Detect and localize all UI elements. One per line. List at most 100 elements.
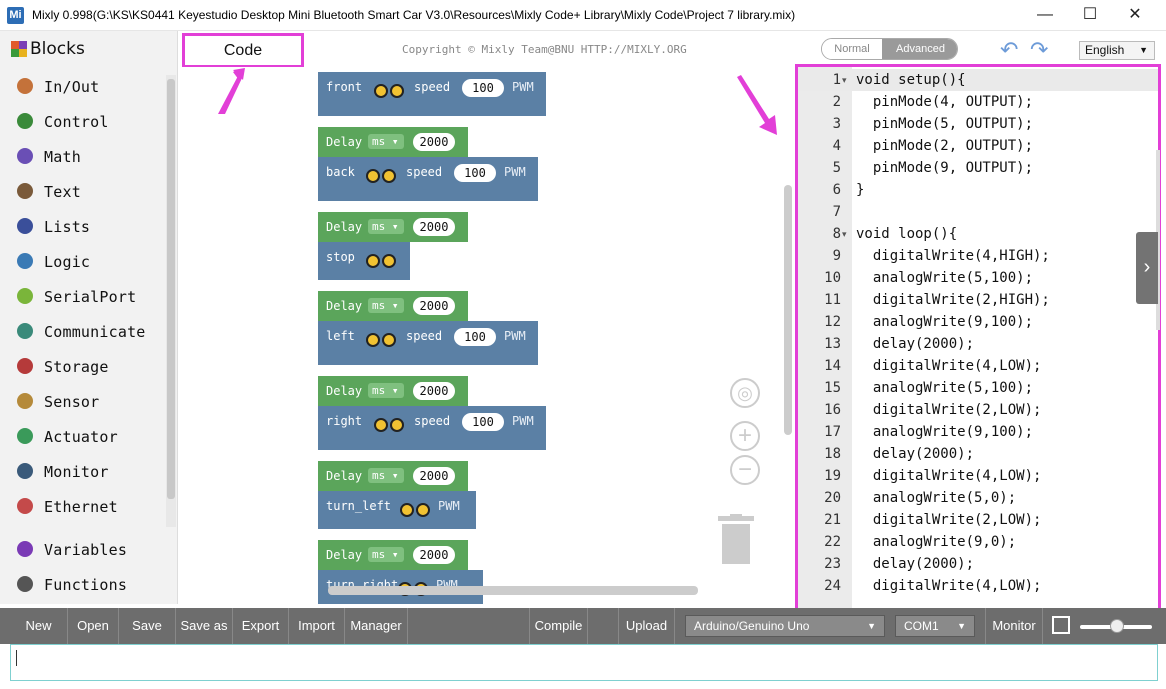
mode-normal-option[interactable]: Normal <box>822 39 882 59</box>
trash-icon[interactable] <box>716 514 756 566</box>
stop-block[interactable]: stop <box>318 242 410 280</box>
code-tab[interactable]: Code <box>182 33 304 68</box>
delay-value[interactable]: 2000 <box>413 218 455 236</box>
workspace-vscrollbar[interactable] <box>784 185 792 435</box>
sidebar-item-functions[interactable]: Functions <box>0 567 165 602</box>
delay-unit-dropdown[interactable]: ms ▾ <box>368 298 404 313</box>
upload-button[interactable]: Upload <box>618 608 675 644</box>
wheel-icon <box>366 169 380 183</box>
manager-button[interactable]: Manager <box>345 608 408 644</box>
speed-value[interactable]: 100 <box>462 79 504 97</box>
line-number: 22 <box>824 534 841 550</box>
code-text: digitalWrite(4,LOW); <box>856 468 1042 484</box>
redo-icon[interactable]: ↷ <box>1030 37 1049 62</box>
sidebar-item-ethernet[interactable]: Ethernet <box>0 489 165 524</box>
save-as-button[interactable]: Save as <box>176 608 233 644</box>
port-select[interactable]: COM1▼ <box>895 615 975 637</box>
sidebar-item-label: Actuator <box>44 428 118 446</box>
delay-unit-value: ms <box>372 384 386 397</box>
delay-label: Delay <box>326 135 363 149</box>
speed-value[interactable]: 100 <box>454 328 496 346</box>
sidebar-item-label: Logic <box>44 253 91 271</box>
new-button[interactable]: New <box>10 608 68 644</box>
sidebar-item-math[interactable]: Math <box>0 139 165 174</box>
import-button[interactable]: Import <box>289 608 345 644</box>
delay-value[interactable]: 2000 <box>413 133 455 151</box>
collapse-code-panel-button[interactable]: › <box>1136 232 1158 304</box>
delay-unit-dropdown[interactable]: ms ▾ <box>368 383 404 398</box>
sidebar-item-sensor[interactable]: Sensor <box>0 384 165 419</box>
code-line: 3 pinMode(5, OUTPUT); <box>798 113 1158 135</box>
board-select[interactable]: Arduino/Genuino Uno▼ <box>685 615 885 637</box>
sidebar-item-serialport[interactable]: SerialPort <box>0 279 165 314</box>
speed-value[interactable]: 100 <box>454 164 496 182</box>
code-line: 11 digitalWrite(2,HIGH); <box>798 289 1158 311</box>
recenter-icon[interactable]: ◎ <box>730 378 760 408</box>
language-select[interactable]: English▼ <box>1079 41 1155 60</box>
delay-label: Delay <box>326 469 363 483</box>
maximize-button[interactable]: ☐ <box>1082 6 1098 23</box>
sidebar-item-logic[interactable]: Logic <box>0 244 165 279</box>
mode-toggle[interactable]: Normal Advanced <box>821 38 958 60</box>
undo-icon[interactable]: ↶ <box>1000 37 1019 62</box>
delay-unit-dropdown[interactable]: ms ▾ <box>368 219 404 234</box>
delay-block[interactable]: Delay ms ▾ 2000 <box>318 127 468 157</box>
mode-advanced-option[interactable]: Advanced <box>882 39 957 59</box>
close-button[interactable]: ✕ <box>1128 6 1142 23</box>
delay-unit-dropdown[interactable]: ms ▾ <box>368 468 404 483</box>
open-button[interactable]: Open <box>68 608 119 644</box>
delay-value[interactable]: 2000 <box>413 546 455 564</box>
chip-icon[interactable] <box>1052 616 1070 634</box>
sidebar-item-variables[interactable]: Variables <box>0 532 165 567</box>
sidebar-item-actuator[interactable]: Actuator <box>0 419 165 454</box>
sidebar-item-lists[interactable]: Lists <box>0 209 165 244</box>
fold-arrow-icon[interactable]: ▾ <box>842 229 847 239</box>
code-editor[interactable]: 1▾void setup(){2 pinMode(4, OUTPUT);3 pi… <box>795 64 1161 614</box>
code-line: 2 pinMode(4, OUTPUT); <box>798 91 1158 113</box>
sidebar-item-inout[interactable]: In/Out <box>0 69 165 104</box>
speed-label: speed <box>414 414 451 428</box>
delay-unit-dropdown[interactable]: ms ▾ <box>368 547 404 562</box>
sensor-icon <box>14 390 36 412</box>
slider-handle[interactable] <box>1110 619 1124 633</box>
sidebar-item-control[interactable]: Control <box>0 104 165 139</box>
minimize-button[interactable]: — <box>1037 6 1053 23</box>
delay-value[interactable]: 2000 <box>413 382 455 400</box>
speed-value[interactable]: 100 <box>462 413 504 431</box>
output-console[interactable] <box>10 644 1158 681</box>
sidebar-scrollbar[interactable] <box>166 75 176 527</box>
sidebar-item-label: Functions <box>44 576 128 594</box>
monitor-button[interactable]: Monitor <box>985 608 1043 644</box>
sidebar-item-text[interactable]: Text <box>0 174 165 209</box>
delay-value[interactable]: 2000 <box>413 467 455 485</box>
zoom-in-icon[interactable]: + <box>730 421 760 451</box>
delay-value[interactable]: 2000 <box>413 297 455 315</box>
fold-arrow-icon[interactable]: ▾ <box>842 75 847 85</box>
delay-block[interactable]: Delay ms ▾ 2000 <box>318 461 468 491</box>
save-button[interactable]: Save <box>119 608 176 644</box>
line-number: 3 <box>832 116 841 132</box>
compile-button[interactable]: Compile <box>529 608 588 644</box>
annotation-arrow-right <box>737 75 777 135</box>
wheel-icon <box>382 333 396 347</box>
export-button[interactable]: Export <box>233 608 289 644</box>
zoom-out-icon[interactable]: − <box>730 455 760 485</box>
delay-unit-value: ms <box>372 299 386 312</box>
delay-unit-dropdown[interactable]: ms ▾ <box>368 134 404 149</box>
code-line: 4 pinMode(2, OUTPUT); <box>798 135 1158 157</box>
editor-scrollbar[interactable] <box>1156 150 1160 330</box>
workspace-hscrollbar[interactable] <box>328 586 698 595</box>
sidebar-item-communicate[interactable]: Communicate <box>0 314 165 349</box>
sidebar-item-storage[interactable]: Storage <box>0 349 165 384</box>
sidebar-item-monitor[interactable]: Monitor <box>0 454 165 489</box>
